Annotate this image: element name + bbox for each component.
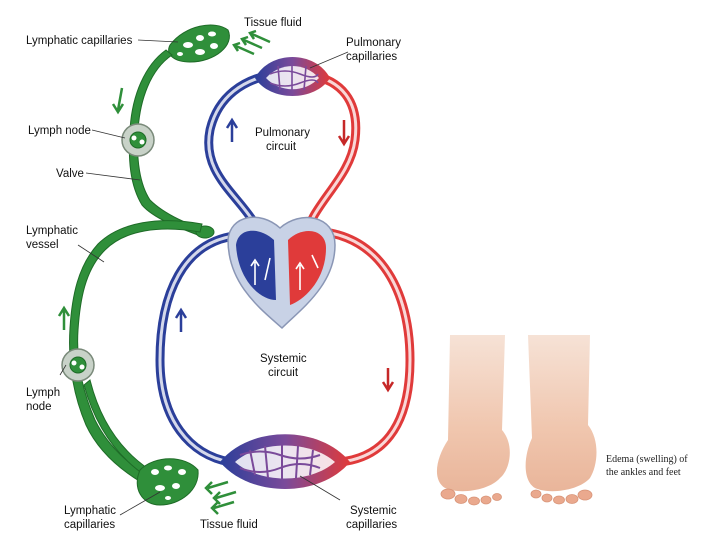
arrow-lymph-up (57, 305, 71, 330)
label-systemic-capillaries-1: Systemic (350, 505, 397, 517)
label-lymph-node-top: Lymph node (28, 125, 91, 137)
arrow-tissue-fluid-bottom-3 (210, 500, 235, 515)
label-lymphatic-vessel-2: vessel (26, 239, 59, 251)
label-lymphatic-vessel-1: Lymphatic (26, 225, 78, 237)
photo-caption-line-2: the ankles and feet (606, 467, 681, 478)
lymph-node-bottom (61, 348, 95, 382)
label-systemic-capillaries-2: capillaries (346, 519, 397, 531)
label-lymphatic-capillaries-bottom-1: Lymphatic (64, 505, 116, 517)
systemic-circuit (155, 226, 415, 489)
label-lymphatic-capillaries-bottom-2: capillaries (64, 519, 115, 531)
right-leg-illustration (525, 335, 597, 505)
label-pulmonary-capillaries-1: Pulmonary (346, 37, 401, 49)
label-lymph-node-bottom-2: node (26, 401, 52, 413)
label-pulmonary-circuit-2: circuit (266, 141, 297, 153)
arrow-up-systemic (174, 307, 188, 332)
arrow-tissue-fluid-top-2 (240, 35, 263, 50)
label-tissue-fluid-top: Tissue fluid (244, 17, 302, 29)
label-pulmonary-capillaries-2: capillaries (346, 51, 397, 63)
heart (227, 216, 336, 330)
pulmonary-artery-path (204, 70, 271, 242)
systemic-capillary-bed (220, 434, 350, 489)
lymphatic-system (61, 24, 230, 506)
label-valve: Valve (56, 168, 84, 180)
pulmonary-capillary-bed (255, 57, 330, 96)
label-tissue-fluid-bottom: Tissue fluid (200, 519, 258, 531)
lymph-node-top (121, 123, 155, 157)
arrow-tissue-fluid-top-1 (248, 29, 271, 44)
arrow-down-pulmonary (337, 120, 351, 147)
arrow-up-pulmonary (225, 117, 239, 142)
label-systemic-circuit-1: Systemic (260, 353, 307, 365)
lymphatic-capillaries-top (168, 24, 230, 63)
left-leg-illustration (436, 335, 510, 506)
leader-lines (59, 39, 349, 516)
arrow-tissue-fluid-top-3 (232, 41, 255, 56)
arrow-down-systemic (381, 368, 395, 393)
diagram-labels: Tissue fluid Lymphatic capillaries Pulmo… (26, 17, 401, 531)
right-heart (236, 230, 276, 300)
left-heart (288, 230, 326, 305)
label-lymphatic-capillaries-top: Lymphatic capillaries (26, 35, 133, 47)
label-lymph-node-bottom-1: Lymph (26, 387, 60, 399)
arrow-tissue-fluid-bottom-1 (204, 480, 229, 495)
edema-photo: Edema (swelling) of the ankles and feet (436, 335, 688, 506)
label-systemic-circuit-2: circuit (268, 367, 299, 379)
pulmonary-circuit (204, 57, 361, 242)
photo-caption-line-1: Edema (swelling) of (606, 454, 688, 465)
lymphatic-capillaries-bottom (136, 458, 199, 506)
flow-arrows-blood (174, 117, 395, 393)
label-pulmonary-circuit-1: Pulmonary (255, 127, 310, 139)
flow-arrows-lymph (57, 29, 271, 515)
arrow-lymph-down (111, 87, 125, 115)
